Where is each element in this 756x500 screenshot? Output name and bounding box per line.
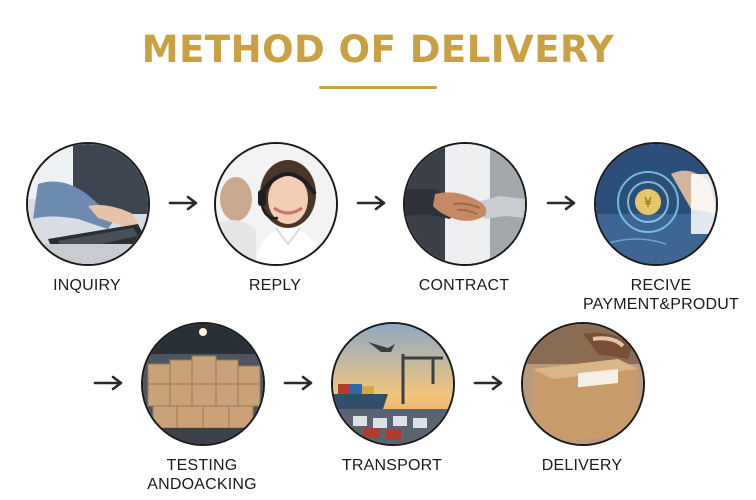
parcel-box-icon (521, 322, 645, 446)
boxes-warehouse-icon (141, 322, 265, 446)
step-reply: REPLY (214, 142, 340, 294)
step-label: DELIVERY (541, 457, 623, 474)
title-underline (319, 86, 437, 89)
page-title: METHOD OF DELIVERY (141, 28, 615, 71)
step-label: TESTING ANDOACKING (147, 457, 257, 493)
step-transport: TRANSPORT (331, 322, 457, 474)
headset-agent-icon (214, 142, 338, 266)
coin-payment-icon: ¥ (594, 142, 718, 266)
arrow-right-icon (356, 195, 388, 211)
step-label: TRANSPORT (341, 457, 443, 474)
step-inquiry: INQUIRY (26, 142, 152, 294)
step-contract: CONTRACT (403, 142, 529, 294)
step-label: CONTRACT (418, 277, 510, 294)
step-label: REPLY (248, 277, 302, 294)
arrow-right-icon (93, 375, 125, 391)
laptop-typing-icon (26, 142, 150, 266)
step-label: INQUIRY (53, 277, 121, 294)
step-label: RECIVE PAYMENT&PRODUT (583, 277, 739, 313)
step-testing: TESTING ANDOACKING (141, 322, 267, 493)
handshake-icon (403, 142, 527, 266)
shipping-port-icon (331, 322, 455, 446)
arrow-right-icon (473, 375, 505, 391)
svg-text:¥: ¥ (644, 196, 652, 211)
step-payment: ¥ RECIVE PAYMENT&PRODUT (583, 142, 739, 313)
arrow-right-icon (168, 195, 200, 211)
arrow-right-icon (283, 375, 315, 391)
step-delivery: DELIVERY (521, 322, 647, 474)
arrow-right-icon (546, 195, 578, 211)
